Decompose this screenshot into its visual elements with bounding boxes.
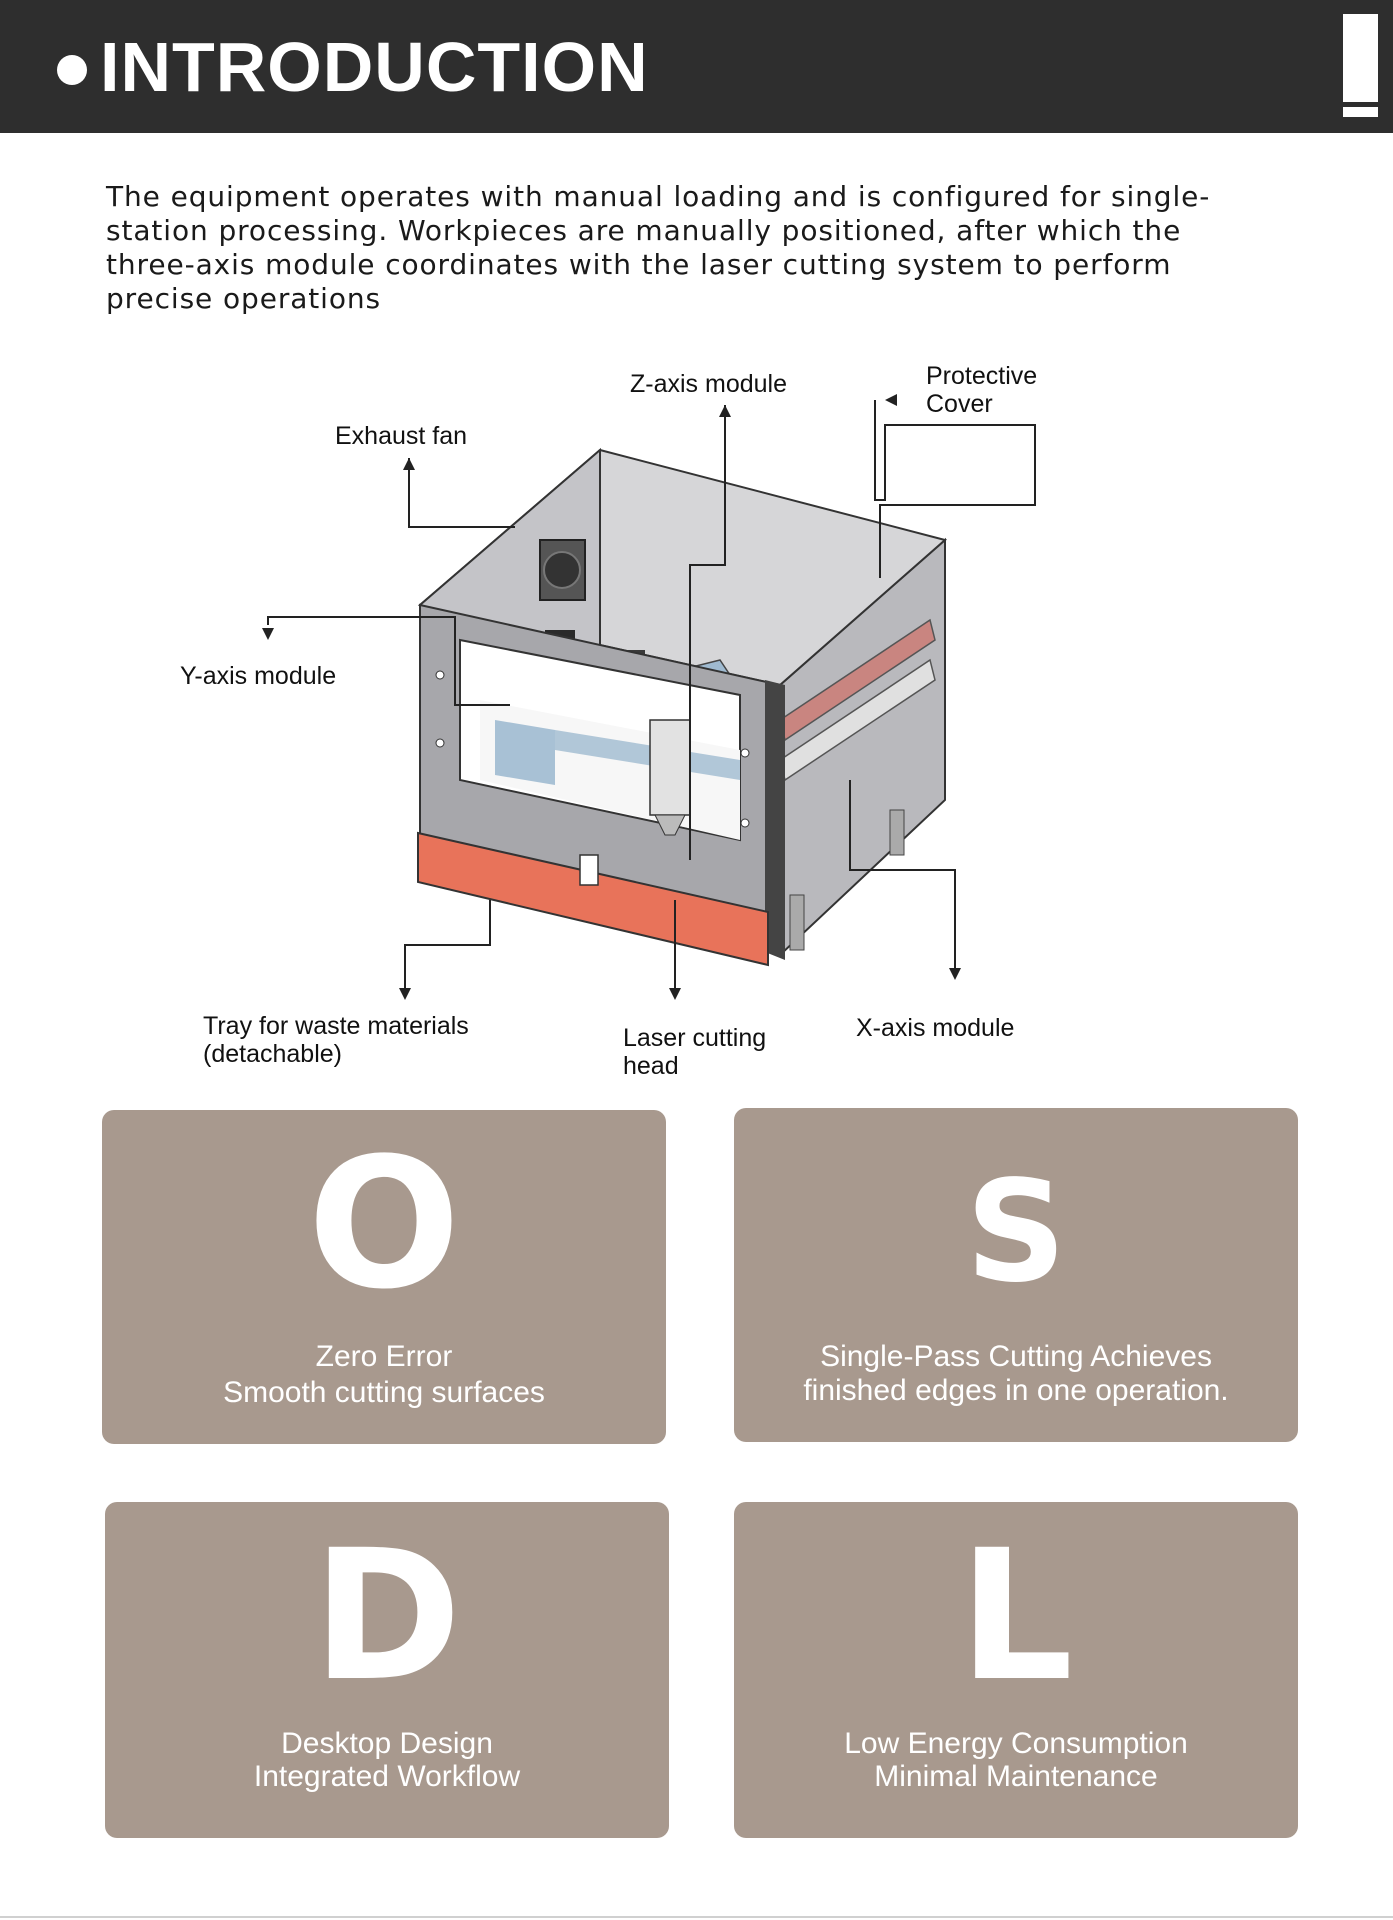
label-laser-head-line1: Laser cutting bbox=[623, 1024, 767, 1052]
feature-line2: finished edges in one operation. bbox=[803, 1374, 1229, 1407]
label-tray-line1: Tray for waste materials bbox=[203, 1012, 469, 1040]
label-protective-cover-line1: Protective bbox=[926, 362, 1038, 390]
label-z-axis-module: Z-axis module bbox=[630, 370, 787, 398]
feature-card-single-pass: S Single-Pass Cutting Achieves finished … bbox=[734, 1108, 1298, 1442]
feature-letter: S bbox=[965, 1151, 1067, 1314]
label-y-axis-module: Y-axis module bbox=[180, 662, 337, 690]
intro-paragraph: The equipment operates with manual loadi… bbox=[106, 180, 1211, 315]
bullet-dot-icon bbox=[57, 55, 87, 85]
label-protective-cover-line2: Cover bbox=[926, 390, 993, 418]
machine-illustration bbox=[262, 394, 1036, 1000]
bar-underline-icon bbox=[1343, 107, 1378, 117]
feature-line1: Desktop Design bbox=[281, 1727, 493, 1760]
feature-letter: O bbox=[307, 1120, 461, 1329]
feature-line1: Low Energy Consumption bbox=[844, 1727, 1188, 1760]
feature-line2: Minimal Maintenance bbox=[874, 1760, 1158, 1793]
label-tray-line2: (detachable) bbox=[203, 1040, 342, 1068]
label-exhaust-fan: Exhaust fan bbox=[335, 422, 468, 450]
feature-letter: D bbox=[312, 1512, 462, 1721]
label-x-axis-module: X-axis module bbox=[856, 1014, 1015, 1042]
feature-card-desktop-design: D Desktop Design Integrated Workflow bbox=[105, 1502, 669, 1838]
feature-card-zero-error: O Zero Error Smooth cutting surfaces bbox=[102, 1110, 666, 1444]
feature-line2: Smooth cutting surfaces bbox=[223, 1376, 545, 1409]
feature-line1: Zero Error bbox=[315, 1340, 453, 1373]
feature-card-low-energy: L Low Energy Consumption Minimal Mainten… bbox=[734, 1502, 1298, 1838]
page-title: INTRODUCTION bbox=[100, 28, 649, 106]
feature-line2: Integrated Workflow bbox=[253, 1760, 521, 1793]
machine-diagram: Z-axis module Protective Cover Exhaust f… bbox=[0, 340, 1393, 1100]
footer-divider bbox=[0, 1916, 1393, 1918]
label-laser-head-line2: head bbox=[623, 1052, 679, 1080]
header-bar: INTRODUCTION bbox=[0, 0, 1393, 133]
feature-letter: L bbox=[958, 1512, 1074, 1721]
vertical-bar-icon bbox=[1343, 14, 1378, 102]
feature-line1: Single-Pass Cutting Achieves bbox=[820, 1340, 1212, 1373]
